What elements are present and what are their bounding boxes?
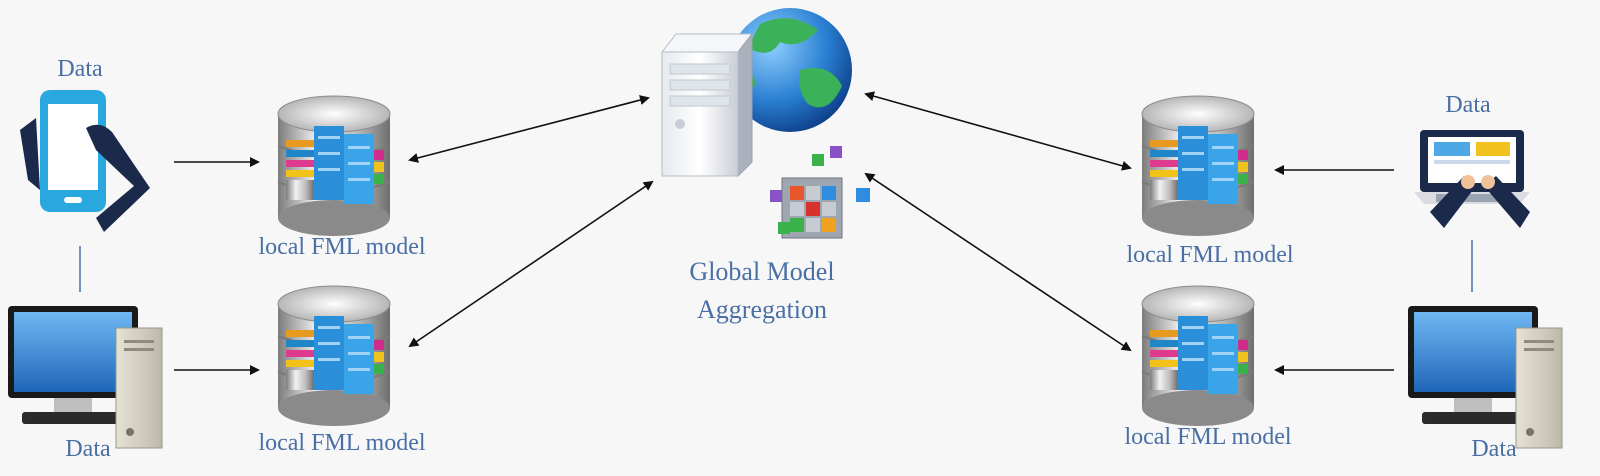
aggregation-title: Aggregation <box>697 295 827 324</box>
data-label: Data <box>57 56 103 82</box>
arrow-model-to-aggregator <box>408 180 654 348</box>
smartphone-icon <box>20 90 150 232</box>
database-icon <box>277 95 391 237</box>
data-label: Data <box>65 436 111 462</box>
desktop-computer-icon <box>1407 305 1563 449</box>
database-icon <box>1141 285 1255 427</box>
model-label: local FML model <box>1126 242 1293 268</box>
arrow-model-to-aggregator <box>864 172 1132 352</box>
model-label: local FML model <box>258 430 425 456</box>
model-label: local FML model <box>258 234 425 260</box>
laptop-icon <box>1414 130 1530 228</box>
data-label: Data <box>1471 436 1517 462</box>
desktop-computer-icon <box>7 305 163 449</box>
database-icon <box>1141 95 1255 237</box>
database-icon <box>277 285 391 427</box>
arrow-model-to-aggregator <box>864 91 1132 171</box>
model-label: local FML model <box>1124 424 1291 450</box>
data-label: Data <box>1445 92 1491 118</box>
server-icon <box>660 32 754 178</box>
arrow-model-to-aggregator <box>408 95 650 163</box>
aggregation-title: Global Model <box>689 257 834 286</box>
cube-cluster-icon <box>770 146 870 239</box>
